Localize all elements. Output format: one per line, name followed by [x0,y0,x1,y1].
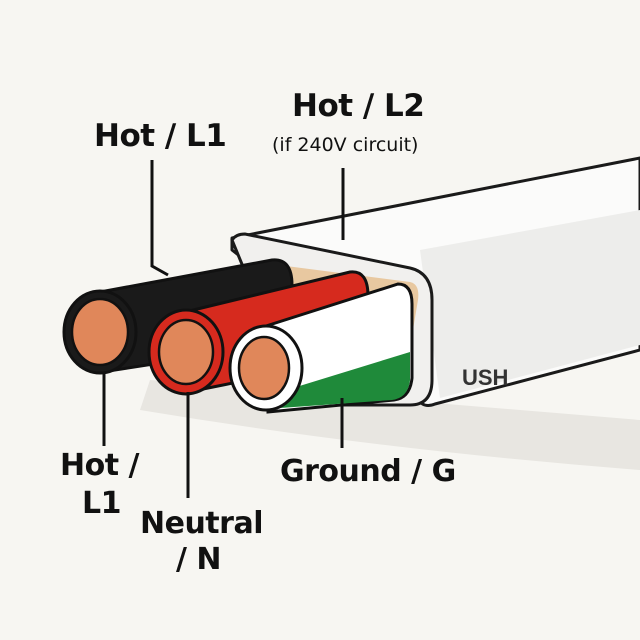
hot-l1-copper-core [70,297,130,367]
label-hot-l1-bottom-line2: L1 [82,486,122,521]
jacket-shading [420,210,640,398]
jacket-print: USH [462,365,508,390]
label-neutral-line1: Neutral [140,506,263,541]
ground-conductor [228,282,414,414]
label-neutral-line2: / N [176,542,222,577]
ground-green-stripe [280,352,410,408]
label-hot-l2-note: (if 240V circuit) [272,134,419,156]
label-hot-l1-bottom-line1: Hot / [60,448,139,483]
red-copper-core [157,318,215,386]
leader-hot-l1-top [150,160,169,277]
label-ground: Ground / G [280,454,456,489]
leader-lines [102,160,345,498]
ground-copper-core [237,335,291,401]
label-hot-l2: Hot / L2 [292,88,425,124]
label-hot-l1-top: Hot / L1 [94,118,227,154]
